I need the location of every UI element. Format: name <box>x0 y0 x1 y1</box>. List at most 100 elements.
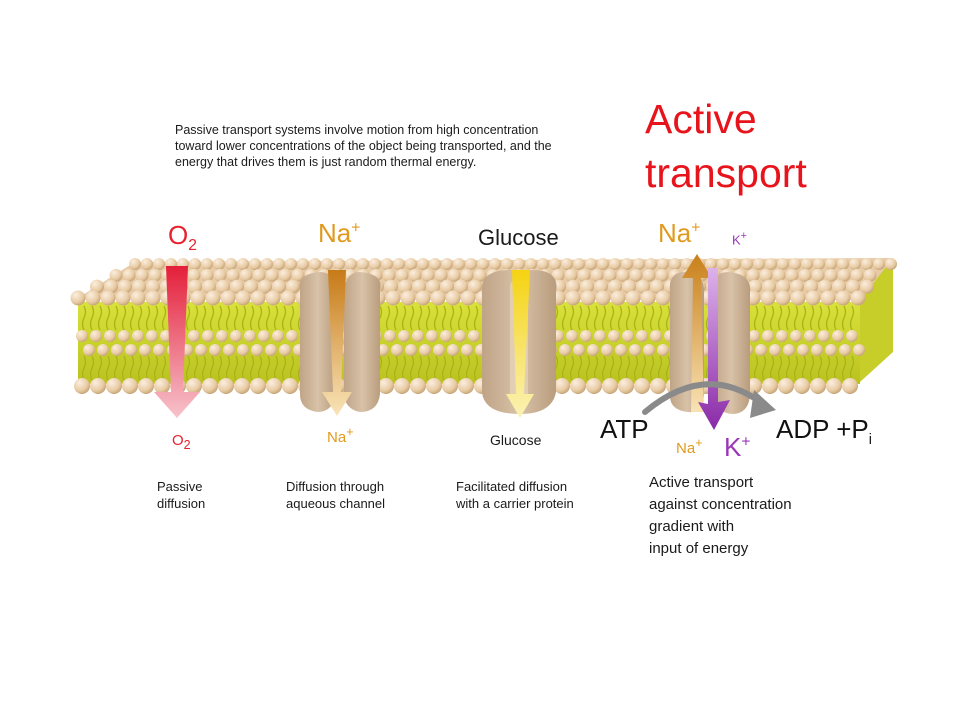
lipid-head <box>129 258 141 270</box>
lipid-tail <box>633 355 639 381</box>
lipid-head <box>746 268 760 282</box>
lipid-head <box>461 344 473 356</box>
lipid-head <box>650 378 666 394</box>
lipid-head <box>657 344 669 356</box>
lipid-head <box>440 330 452 342</box>
lipid-head <box>279 344 291 356</box>
lipid-tail <box>569 305 575 331</box>
lipid-tail <box>265 305 271 331</box>
lipid-head <box>778 378 794 394</box>
lipid-tail <box>657 355 663 381</box>
lipid-tail <box>457 305 463 331</box>
lipid-tail <box>129 305 135 331</box>
lipid-tail <box>609 355 615 381</box>
lipid-head <box>148 268 162 282</box>
lipid-tail <box>137 305 143 331</box>
lipid-head <box>445 290 461 306</box>
lipid-tail <box>825 305 831 331</box>
lipid-head <box>202 378 218 394</box>
lipid-head <box>559 344 571 356</box>
lipid-head <box>753 258 765 270</box>
lipid-head <box>74 378 90 394</box>
lipid-head <box>118 330 130 342</box>
lipid-head <box>657 258 669 270</box>
lipid-head <box>790 279 804 294</box>
lipid-head <box>570 378 586 394</box>
lipid-head <box>186 378 202 394</box>
lipid-head <box>655 268 669 282</box>
sodium-top-label: Na+ <box>318 218 361 248</box>
lipid-head <box>849 258 861 270</box>
lipid-tail <box>753 305 759 331</box>
lipid-head <box>250 290 266 306</box>
lipid-tail <box>561 355 567 381</box>
lipid-head <box>122 268 136 282</box>
lipid-tail <box>409 355 415 381</box>
lipid-tail <box>145 355 151 381</box>
lipid-head <box>83 344 95 356</box>
lipid-head <box>454 330 466 342</box>
aqueous-channel-protein <box>299 272 381 412</box>
lipid-head <box>272 330 284 342</box>
lipid-head <box>447 344 459 356</box>
lipid-head <box>447 268 461 282</box>
lipid-tail <box>801 305 807 331</box>
lipid-head <box>223 344 235 356</box>
lipid-head <box>189 258 201 270</box>
lipid-tail <box>89 355 95 381</box>
lipid-head <box>762 378 778 394</box>
lipid-tail <box>185 305 191 331</box>
lipid-head <box>835 290 851 306</box>
lipid-head <box>863 268 877 282</box>
lipid-tail <box>105 355 111 381</box>
lipid-head <box>454 279 468 294</box>
lipid-head <box>820 290 836 306</box>
lipid-tail <box>593 355 599 381</box>
lipid-tail <box>833 355 839 381</box>
lipid-tail <box>121 305 127 331</box>
lipid-tail <box>777 355 783 381</box>
lipid-head <box>585 258 597 270</box>
lipid-head <box>837 268 851 282</box>
sodium-bottom-active-label: Na+ <box>676 436 703 457</box>
lipid-head <box>201 258 213 270</box>
lipid-tail <box>81 355 87 381</box>
lipid-tail <box>569 355 575 381</box>
lipid-head <box>595 290 611 306</box>
lipid-head <box>265 344 277 356</box>
lipid-head <box>145 290 161 306</box>
lipid-tail <box>457 355 463 381</box>
lipid-tail <box>409 305 415 331</box>
lipid-head <box>282 378 298 394</box>
lipid-head <box>501 258 513 270</box>
lipid-head <box>748 330 760 342</box>
lipid-head <box>811 344 823 356</box>
lipid-head <box>818 330 830 342</box>
lipid-tail <box>281 355 287 381</box>
lipid-head <box>378 378 394 394</box>
lipid-head <box>188 279 202 294</box>
lipid-head <box>132 330 144 342</box>
lipid-head <box>394 378 410 394</box>
lipid-tail <box>161 355 167 381</box>
lipid-head <box>769 344 781 356</box>
lipid-tail <box>273 355 279 381</box>
lipid-tail <box>209 355 215 381</box>
lipid-tail <box>657 305 663 331</box>
lipid-head <box>789 258 801 270</box>
lipid-head <box>357 258 369 270</box>
lipid-head <box>729 258 741 270</box>
lipid-tail <box>441 305 447 331</box>
lipid-tail <box>241 355 247 381</box>
lipid-tail <box>649 355 655 381</box>
lipid-tail <box>665 305 671 331</box>
lipid-head <box>850 290 866 306</box>
lipid-head <box>258 330 270 342</box>
lipid-tail <box>449 305 455 331</box>
lipid-head <box>433 344 445 356</box>
lipid-head <box>244 330 256 342</box>
lipid-head <box>244 279 258 294</box>
lipid-head <box>860 279 874 294</box>
lipid-head <box>209 344 221 356</box>
o2-top-label: O2 <box>168 220 197 255</box>
